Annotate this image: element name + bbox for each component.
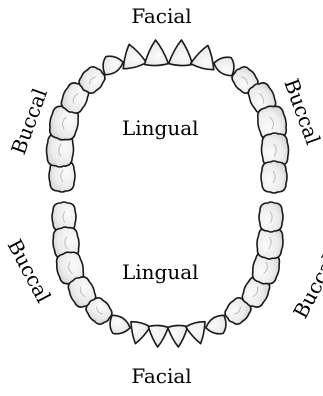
upper-tooth-9 [169, 40, 194, 66]
lower-tooth-16 [259, 202, 283, 232]
lingual-label-upper: Lingual [122, 118, 199, 138]
lower-tooth-8 [148, 325, 169, 347]
lower-tooth-7 [126, 320, 151, 346]
lingual-label-lower: Lingual [122, 262, 199, 282]
upper-tooth-8 [144, 40, 169, 66]
facial-label-top: Facial [0, 6, 323, 26]
lower-tooth-10 [185, 320, 210, 346]
upper-tooth-16 [261, 161, 287, 193]
lower-tooth-9 [168, 325, 189, 347]
facial-label-bottom: Facial [0, 366, 323, 386]
